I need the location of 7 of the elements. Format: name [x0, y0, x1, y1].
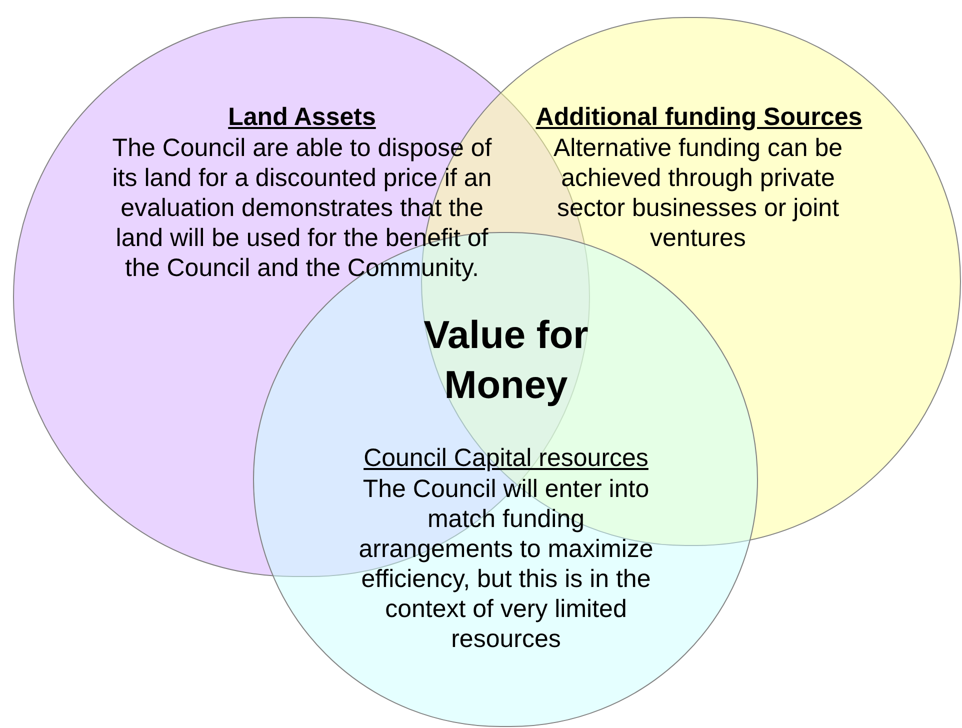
center-title: Value for Money	[422, 313, 590, 409]
circle-heading: Council Capital resources	[364, 443, 648, 473]
circle-heading: Land Assets	[228, 102, 376, 132]
circle-description: Alternative funding can be achieved through private sector businesses or joint ventures	[552, 133, 844, 253]
circle-description: The Council will enter into match funding arrangements to maximize efficiency, but this is in the context of very limited resources	[358, 474, 654, 654]
circle-description: The Council are able to dispose of its land for a discounted price if an evaluation demonstrates that the land will be used for the benefit of the Council and the Community.	[111, 133, 493, 283]
circle-heading: Additional funding Sources	[536, 102, 862, 132]
